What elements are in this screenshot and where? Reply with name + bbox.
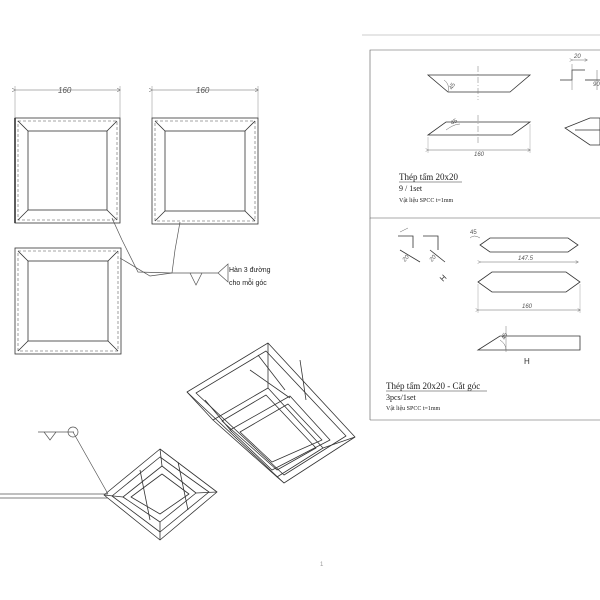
detail-panel-2-title: Thép tấm 20x20 - Cắt góc [386,381,480,391]
detail-panel-1-qty: 9 / 1set [399,184,423,193]
cut-part-bottom-angle: 45 [501,332,509,341]
part-top-view [428,115,532,153]
detail-panel-1-title: Thép tấm 20x20 [399,172,458,182]
cut-part-length-160: 160 [522,304,533,310]
cube-frame-large [186,342,356,484]
corner-dim-a: 20 [401,254,411,264]
frame-top-left-width-dim: 160 [58,86,72,95]
frame-bottom-left [14,247,122,355]
part-front-view [426,66,532,100]
corner-mark-h: H [438,273,449,284]
part-front-angle-dim: 45 [449,82,458,91]
part-top-length-dim: 160 [474,152,485,158]
weld-note-line1: Hàn 3 đường [229,267,271,274]
section-dim-top-right: 90 [593,82,600,88]
cut-part-top [469,235,579,262]
section-dim-top-left: 20 [573,54,581,60]
frame-top-right [152,86,258,225]
detail-panel-2-label: Thép tấm 20x20 - Cắt góc 3pcs/1set Vật l… [386,381,487,412]
section-detail-view [560,60,600,146]
cut-part-bottom [476,326,581,352]
part-top-angle-dim: 45 [450,118,459,127]
corner-cut-profile [398,227,446,263]
cut-part-middle [478,271,581,313]
page-mark: 1 [320,562,324,568]
detail-panel-2-border [369,218,600,421]
frame-top-right-width-dim: 160 [196,86,210,95]
detail-panel-1-label: Thép tấm 20x20 9 / 1set Vật liệu SPCC t=… [399,172,462,204]
weld-note-line2: cho mỗi góc [229,278,267,287]
detail-panel-2-material: Vật liệu SPCC t=1mm [386,406,441,412]
detail-panel-1-material: Vật liệu SPCC t=1mm [399,198,454,204]
detail-panel-2-qty: 3pcs/1set [386,393,417,402]
detail-panel-1-border [362,34,600,219]
frame-top-left [15,86,120,224]
cube-weld-leader [0,426,109,499]
weld-leader-lines [111,217,229,286]
cut-part-length-147: 147.5 [518,256,534,262]
cut-part-angle-dim: 45 [470,230,477,236]
corner-dim-b: 20 [428,254,438,264]
cube-frame-small [103,448,218,541]
cut-part-mark-h: H [524,357,530,366]
